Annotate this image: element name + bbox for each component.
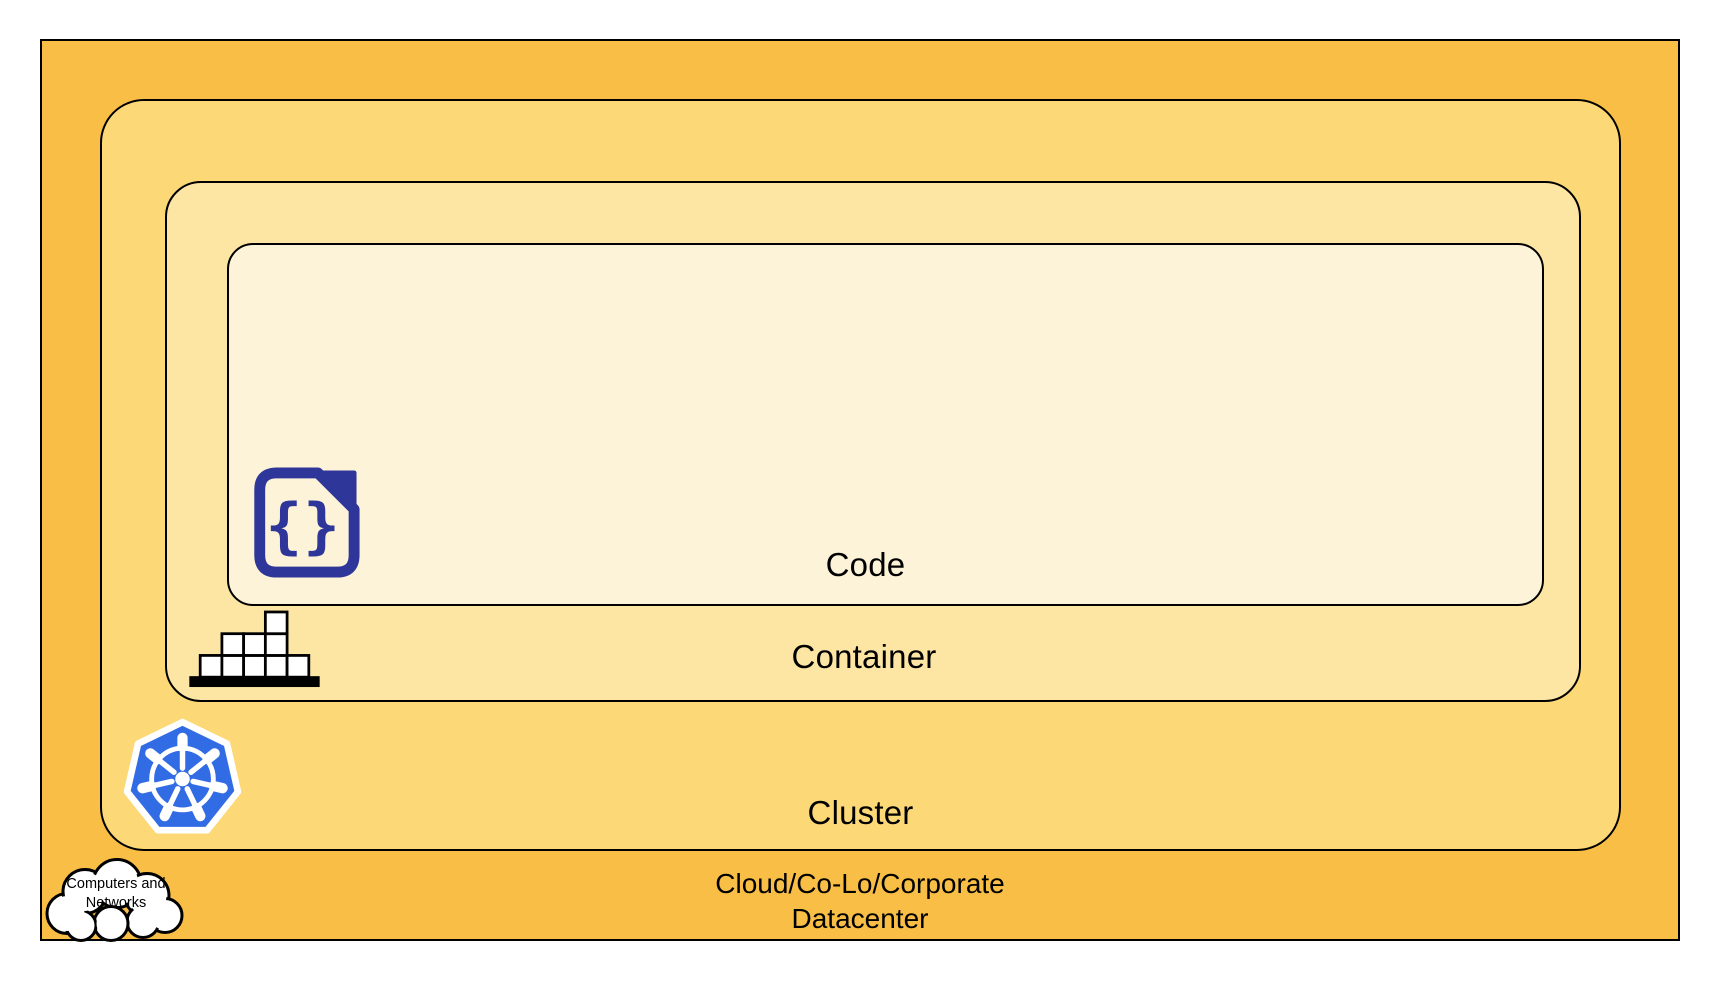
cloud-label-line1: Computers and — [66, 876, 166, 892]
container-boxes-icon — [189, 610, 320, 688]
cloud-label-line2: Networks — [85, 895, 147, 911]
cloud-callout: Computers and Networks — [39, 851, 189, 944]
datacenter-label-line1: Cloud/Co-Lo/Corporate — [715, 868, 1005, 899]
layer-code-label: Code — [825, 546, 906, 583]
layer-datacenter-label: Cloud/Co-Lo/Corporate Datacenter — [42, 866, 1678, 936]
layer-container-label: Container — [791, 638, 937, 675]
code-braces-glyph: {} — [266, 492, 341, 562]
layer-container: {} Code — [165, 181, 1581, 702]
code-file-icon: {} — [254, 467, 360, 578]
layer-datacenter: {} Code — [39, 39, 1680, 944]
datacenter-label-line2: Datacenter — [791, 903, 929, 934]
kubernetes-logo-icon — [123, 718, 242, 834]
layer-cluster-label: Cluster — [807, 794, 914, 831]
layer-code: {} Code — [227, 243, 1544, 606]
cloud-icon — [45, 858, 184, 942]
cloud-callout-label: Computers and Networks — [51, 875, 181, 913]
layer-cluster: {} Code — [100, 99, 1621, 851]
